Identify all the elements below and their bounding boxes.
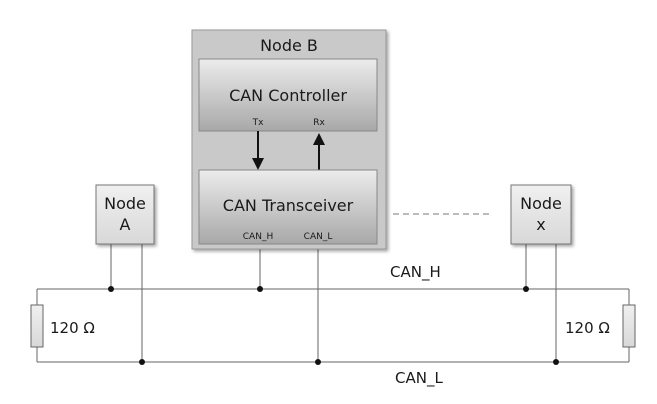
node-x-box: Node x [510,184,572,245]
junction-dot [257,286,263,292]
right-resistor [622,304,636,348]
junction-dot [108,286,114,292]
tx-arrow [252,131,264,170]
node-b-box: Node B CAN Controller Tx Rx CAN Transcei… [191,29,387,250]
can-h-bus-label: CAN_H [390,263,441,282]
can-transceiver-label: CAN Transceiver [223,196,354,215]
node-a-label-line2: A [120,215,131,234]
rx-label: Rx [313,118,325,128]
can-l-bus-label: CAN_L [395,369,443,388]
can-controller-box: CAN Controller Tx Rx [198,58,378,132]
junction-dots [108,286,559,365]
junction-dot [553,359,559,365]
left-resistor-label: 120 Ω [50,319,95,337]
junction-dot [523,286,529,292]
node-b-title: Node B [260,36,318,55]
tx-label: Tx [252,118,264,128]
left-resistor [30,304,44,348]
can-transceiver-box: CAN Transceiver CAN_H CAN_L [198,169,378,245]
node-a-label-line1: Node [104,194,146,213]
junction-dot [315,359,321,365]
right-resistor-label: 120 Ω [565,319,610,337]
node-a-box: Node A [95,184,155,245]
node-x-label-line2: x [536,215,545,234]
bus-wiring [36,244,630,363]
node-x-label-line1: Node [520,194,562,213]
canh-pin-label: CAN_H [243,232,273,242]
rx-arrow [313,133,325,170]
canl-pin-label: CAN_L [304,232,333,242]
can-controller-label: CAN Controller [229,86,347,105]
junction-dot [139,359,145,365]
